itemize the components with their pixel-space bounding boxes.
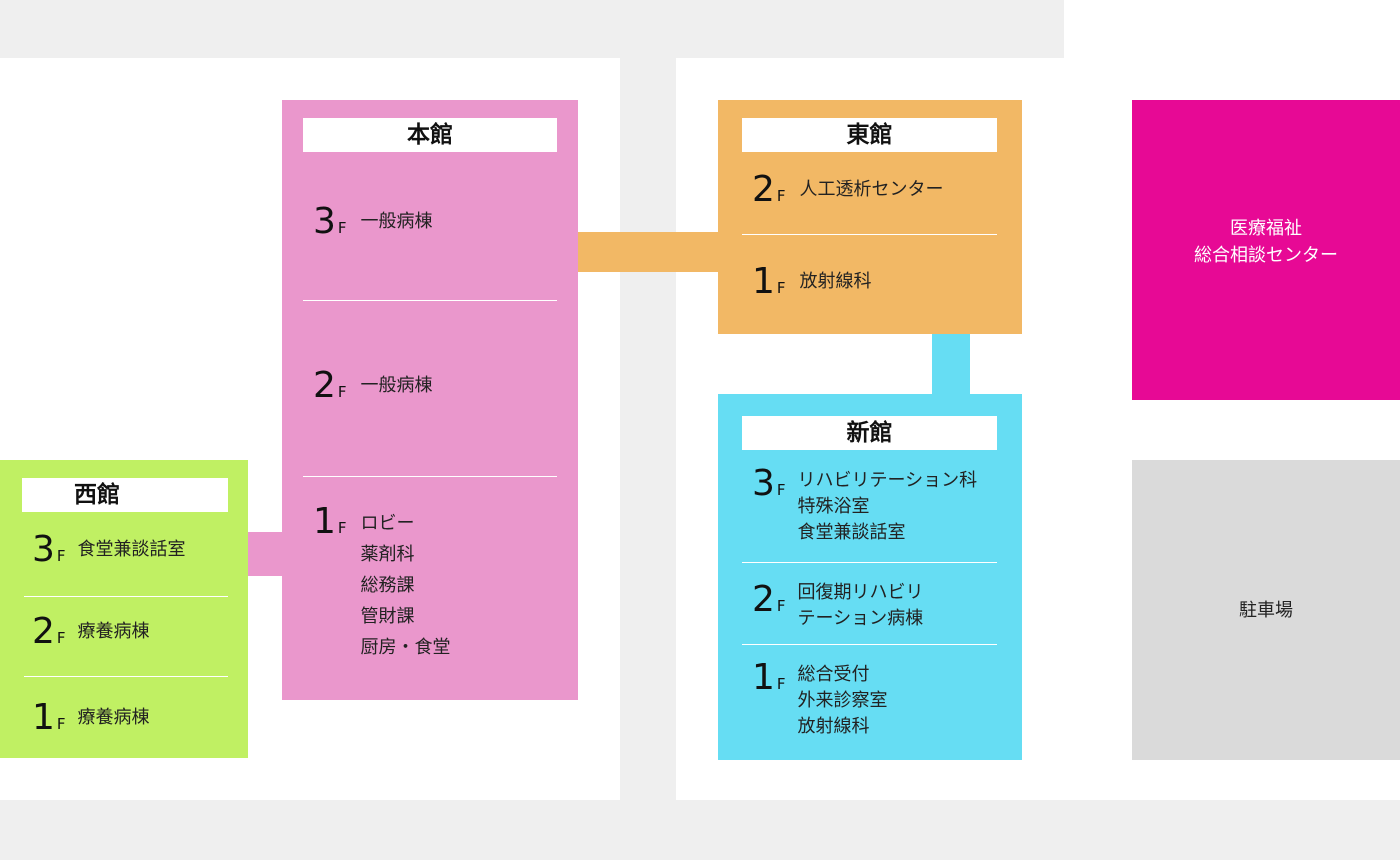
nishikan-title: 西館 (22, 478, 228, 512)
floor-divider (24, 596, 228, 597)
floor-label: 回復期リハビリ テーション病棟 (797, 582, 924, 629)
road-bottom (0, 800, 1400, 860)
floor-divider (303, 300, 557, 301)
parking-lot[interactable]: 駐車場 (1132, 460, 1400, 760)
floor-label: 療養病棟 (77, 621, 150, 642)
floor-label: 総合受付 外来診察室 放射線科 (797, 664, 888, 737)
floor-divider (24, 676, 228, 677)
higashikan-title: 東館 (742, 118, 997, 152)
floor-label: 一般病棟 (360, 211, 433, 232)
connector-honkan-higashikan (578, 232, 718, 272)
floor-label: リハビリテーション科 特殊浴室 食堂兼談話室 (797, 470, 978, 543)
floor-divider (742, 562, 997, 563)
floor-divider (742, 234, 997, 235)
honkan-title: 本館 (303, 118, 557, 152)
connector-higashikan-shinkan (932, 334, 970, 394)
floor-label: ロビー 薬剤科 総務課 管財課 厨房・食堂 (360, 513, 451, 658)
parking-label: 駐車場 (1239, 599, 1293, 621)
floor-label: 療養病棟 (77, 707, 150, 728)
welfare-center-label: 医療福祉 総合相談センター (1194, 218, 1338, 266)
floor-label: 放射線科 (799, 271, 872, 292)
floor-divider (742, 644, 997, 645)
connector-nishikan-honkan (248, 532, 282, 576)
floor-label: 一般病棟 (360, 375, 433, 396)
floor-label: 食堂兼談話室 (77, 539, 186, 560)
road-top (0, 0, 1064, 58)
road-middle (620, 58, 676, 800)
floor-divider (303, 476, 557, 477)
floor-label: 人工透析センター (799, 179, 944, 200)
shinkan-title: 新館 (742, 416, 997, 450)
welfare-center-building[interactable]: 医療福祉 総合相談センター (1132, 100, 1400, 400)
